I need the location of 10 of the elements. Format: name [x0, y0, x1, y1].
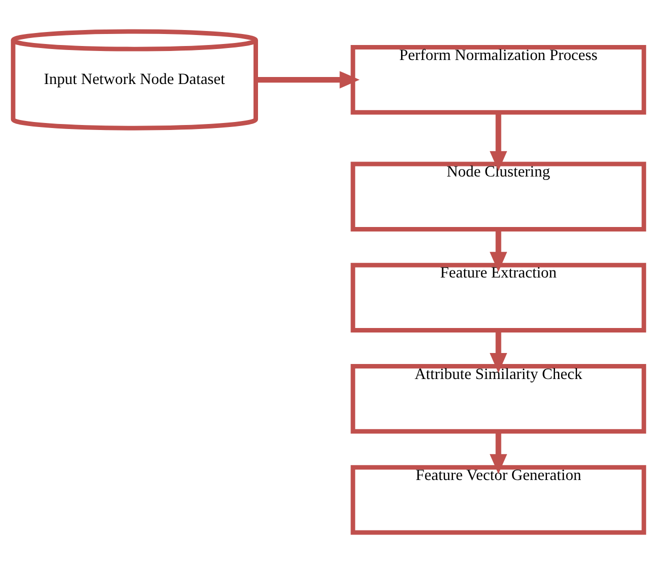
arrow	[490, 230, 508, 272]
node-box: Feature Vector Generation	[350, 465, 646, 535]
arrow	[490, 330, 508, 373]
node-box: Attribute Similarity Check	[350, 364, 646, 434]
node-box: Feature Extraction	[350, 262, 646, 333]
arrow	[490, 432, 508, 474]
node-box: Perform Normalization Process	[350, 44, 646, 115]
node-box: Node Clustering	[350, 162, 646, 232]
arrow	[490, 112, 508, 171]
arrow	[256, 71, 360, 89]
